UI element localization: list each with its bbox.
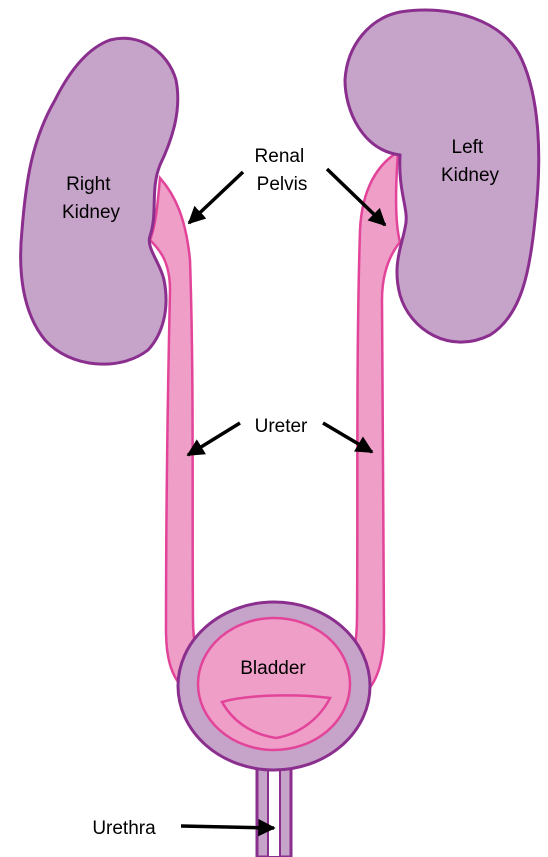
- right-ureter: [150, 178, 210, 690]
- ureter-label: Ureter: [255, 416, 308, 437]
- bladder-label: Bladder: [240, 658, 306, 679]
- renal-pelvis-label: Renal Pelvis: [255, 146, 310, 195]
- ureter-arrow-right: [188, 423, 240, 455]
- urethra-arrow: [181, 826, 274, 828]
- renal-pelvis-arrow-right: [189, 172, 243, 223]
- left-ureter: [342, 152, 400, 690]
- urethra-label: Urethra: [92, 818, 156, 839]
